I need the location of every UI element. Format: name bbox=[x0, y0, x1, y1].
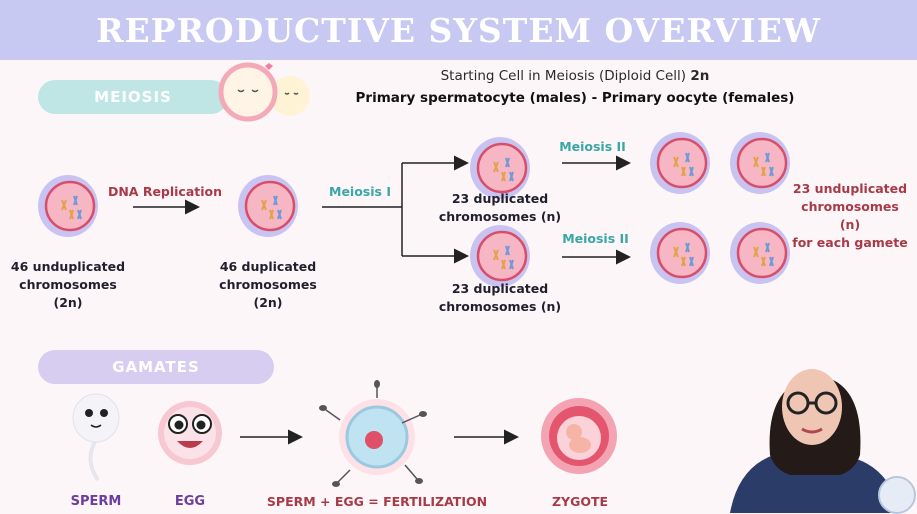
header-starting-cell-text: Starting Cell in Meiosis (Diploid Cell) bbox=[440, 68, 687, 84]
label-cell1-line2: chromosomes (2n) bbox=[19, 277, 117, 310]
label-zygote: ZYGOTE bbox=[551, 494, 609, 509]
gamete-cell-2-icon bbox=[728, 130, 792, 196]
label-bottom-cell-line1: 23 duplicated bbox=[451, 281, 549, 296]
label-cell2: 46 duplicated chromosomes (2n) bbox=[204, 258, 332, 312]
sperm-icon bbox=[72, 393, 120, 482]
header-primary-cells: Primary spermatocyte (males) - Primary o… bbox=[355, 90, 795, 106]
gametes-pill-label: GAMATES bbox=[112, 358, 200, 376]
label-fertilization: SPERM + EGG = FERTILIZATION bbox=[266, 494, 488, 509]
label-final-line3: for each gamete bbox=[792, 235, 908, 250]
label-cell1-line1: 46 unduplicated bbox=[10, 259, 126, 274]
label-top-cell-line2: chromosomes (n) bbox=[438, 209, 562, 224]
channel-logo bbox=[878, 476, 916, 514]
title-bar: REPRODUCTIVE SYSTEM OVERVIEW bbox=[0, 0, 917, 60]
label-top-cell-line1: 23 duplicated bbox=[451, 191, 549, 206]
label-sperm: SPERM bbox=[70, 494, 122, 509]
label-dna-replication: DNA Replication bbox=[107, 184, 223, 199]
label-meiosis-two-bottom: Meiosis II bbox=[562, 231, 629, 246]
fertilization-icon bbox=[319, 380, 427, 487]
page-title: REPRODUCTIVE SYSTEM OVERVIEW bbox=[96, 10, 821, 50]
label-final-gametes: 23 unduplicated chromosomes (n) for each… bbox=[790, 180, 910, 252]
gamete-cell-1-icon bbox=[648, 130, 712, 196]
label-cell2-line1: 46 duplicated bbox=[219, 259, 317, 274]
label-meiosis-two-top: Meiosis II bbox=[559, 139, 626, 154]
label-final-line1: 23 unduplicated bbox=[792, 181, 908, 196]
egg-icon bbox=[158, 401, 222, 465]
label-top-cell: 23 duplicated chromosomes (n) bbox=[438, 190, 562, 226]
header-starting-cell-ploidy: 2n bbox=[690, 68, 710, 84]
diploid-cell-icon bbox=[36, 173, 100, 239]
zygote-icon bbox=[541, 398, 617, 474]
label-egg: EGG bbox=[174, 494, 206, 509]
meiosis1-bottom-cell-icon bbox=[468, 223, 532, 289]
mascot-cells-icon bbox=[218, 62, 310, 122]
gamete-cell-3-icon bbox=[648, 220, 712, 286]
replicated-cell-icon bbox=[236, 173, 300, 239]
label-meiosis-one: Meiosis I bbox=[329, 184, 391, 199]
label-cell1: 46 unduplicated chromosomes (2n) bbox=[4, 258, 132, 312]
label-bottom-cell: 23 duplicated chromosomes (n) bbox=[438, 280, 562, 316]
presenter-video bbox=[730, 369, 900, 513]
label-cell2-line2: chromosomes (2n) bbox=[219, 277, 317, 310]
meiosis-pill-label: MEIOSIS bbox=[94, 88, 172, 106]
label-final-line2: chromosomes (n) bbox=[801, 199, 899, 232]
header-starting-cell: Starting Cell in Meiosis (Diploid Cell) … bbox=[380, 68, 770, 84]
gamete-cell-4-icon bbox=[728, 220, 792, 286]
label-bottom-cell-line2: chromosomes (n) bbox=[438, 299, 562, 314]
gametes-pill: GAMATES bbox=[38, 350, 274, 384]
meiosis-pill: MEIOSIS bbox=[38, 80, 228, 114]
